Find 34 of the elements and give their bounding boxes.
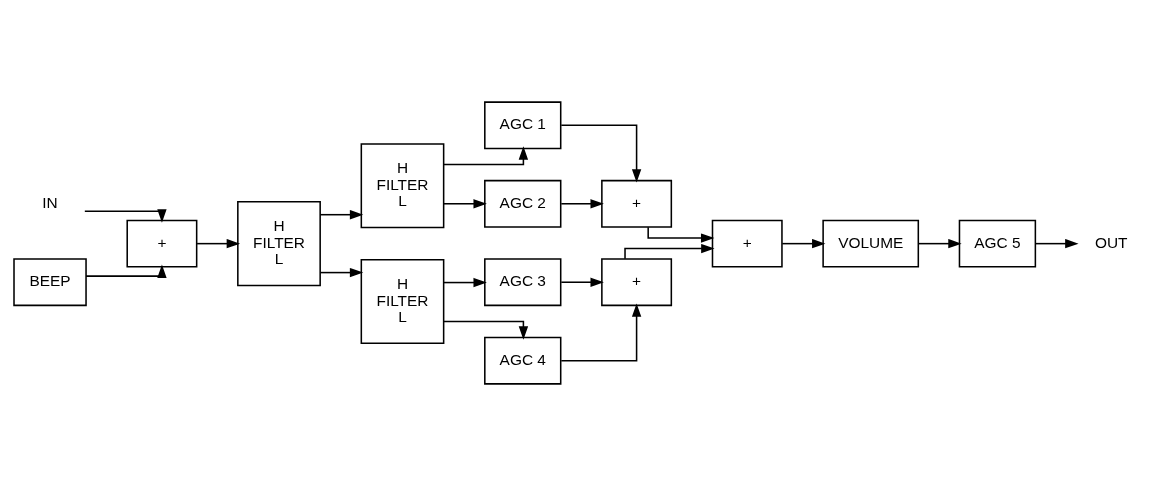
arrow xyxy=(1035,238,1079,248)
node-box: H FILTER L xyxy=(237,200,321,286)
arrow xyxy=(85,264,167,278)
node-box: AGC 4 xyxy=(484,336,562,385)
node-box: VOLUME xyxy=(822,219,920,268)
arrow xyxy=(624,243,715,260)
arrow xyxy=(647,225,715,243)
arrow xyxy=(560,277,604,287)
node-text: OUT xyxy=(1094,233,1128,251)
arrow xyxy=(560,124,642,183)
arrow xyxy=(917,238,962,248)
arrow xyxy=(84,208,167,223)
node-box: + xyxy=(601,179,673,228)
arrow xyxy=(443,277,487,287)
arrow xyxy=(443,145,529,165)
node-box: AGC 3 xyxy=(484,257,562,306)
arrow xyxy=(319,209,364,219)
arrow xyxy=(319,267,364,277)
arrow xyxy=(560,198,604,208)
arrow xyxy=(443,320,529,340)
node-box: + xyxy=(126,219,198,268)
arrow xyxy=(560,302,642,361)
arrow xyxy=(781,238,826,248)
node-box: H FILTER L xyxy=(360,258,445,344)
node-text: IN xyxy=(42,193,58,211)
arrow xyxy=(196,238,241,248)
arrow xyxy=(443,198,487,208)
node-box: H FILTER L xyxy=(360,142,445,228)
node-box: AGC 2 xyxy=(484,179,562,228)
node-box: BEEP xyxy=(13,257,87,306)
node-box: + xyxy=(601,257,673,306)
node-box: AGC 1 xyxy=(484,100,562,149)
node-box: + xyxy=(711,219,783,268)
node-box: AGC 5 xyxy=(958,219,1037,268)
